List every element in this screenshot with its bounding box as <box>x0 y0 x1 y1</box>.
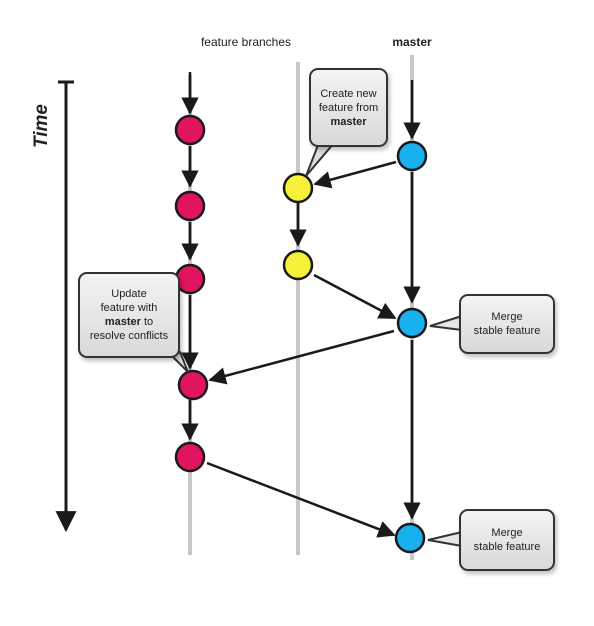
commit-red-5 <box>174 441 206 473</box>
callout-merge2-tail <box>427 530 463 548</box>
callout-update-line1: Update <box>111 288 147 300</box>
callout-merge-stable-1: Merge stable feature <box>459 294 555 354</box>
callout-update-line4: resolve conflicts <box>89 330 169 342</box>
commit-yellow-2 <box>282 249 314 281</box>
callout-update-bold: master <box>104 316 141 328</box>
master-header: master <box>392 35 432 49</box>
commit-red-4 <box>177 369 209 401</box>
callout-create-line2: feature from <box>318 101 379 114</box>
commit-master-2 <box>396 307 428 339</box>
commit-master-3 <box>394 522 426 554</box>
callout-merge2-line1: Merge <box>491 527 523 539</box>
arrow-master-to-red <box>208 329 395 385</box>
callout-update-line2: feature with <box>100 302 158 314</box>
callout-update-line3: master to <box>105 315 153 329</box>
callout-update-feature: Update feature with master to resolve co… <box>78 272 180 358</box>
feature-branches-header: feature branches <box>201 35 291 49</box>
commit-yellow-1 <box>282 172 314 204</box>
callout-merge1-tail <box>429 314 463 332</box>
arrow-yellow-to-master <box>313 273 397 320</box>
commit-red-1 <box>174 114 206 146</box>
callout-create-feature: Create new feature from master <box>309 68 388 147</box>
arrow-master-to-yellow <box>313 160 397 189</box>
commit-red-3 <box>174 263 206 295</box>
callout-create-line1: Create new <box>320 87 377 100</box>
callout-merge2-line2: stable feature <box>473 541 541 553</box>
commit-red-2 <box>174 190 206 222</box>
callout-merge-stable-2: Merge stable feature <box>459 509 555 571</box>
arrow-red-to-master <box>206 461 396 538</box>
commit-master-1 <box>396 140 428 172</box>
callout-update-after-bold: to <box>140 316 154 328</box>
callout-merge1-line2: stable feature <box>473 325 541 337</box>
callout-create-bold: master <box>330 115 367 128</box>
callout-merge1-line1: Merge <box>491 311 523 323</box>
time-label: Time <box>31 104 52 148</box>
